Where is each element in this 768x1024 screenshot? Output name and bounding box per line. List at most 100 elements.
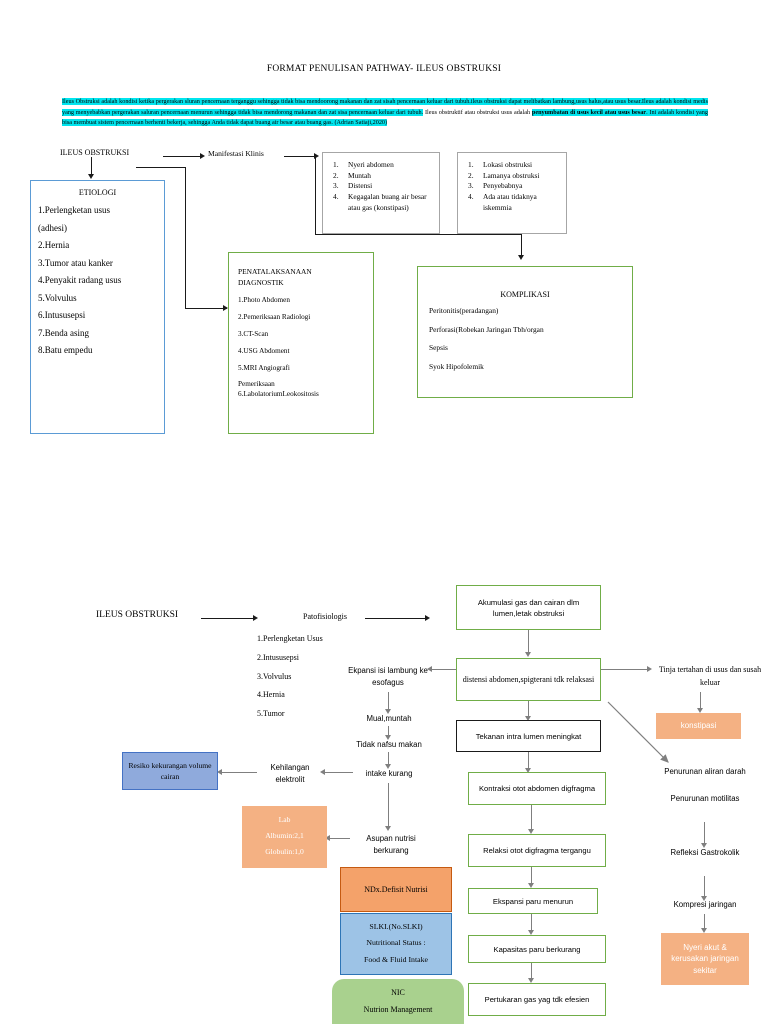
- connector-elbow-vertical: [185, 167, 186, 309]
- penatalaksanaan-item-4: 4.USG Abdoment: [238, 347, 290, 356]
- connector-kontraksi-to-relaksi: [531, 805, 533, 831]
- connector-tinja-to-konstipasi: [700, 692, 702, 710]
- tekanan-intra-lumen-box: Tekanan intra lumen meningkat: [456, 720, 601, 752]
- slki-line-1: SLKI.(No.SLKI): [369, 922, 423, 931]
- arrowhead-to-komplikasi: [518, 255, 524, 260]
- kompresi-jaringan-label: Kompresi jaringan: [673, 900, 737, 909]
- penatalaksanaan-item-3: 3.CT-Scan: [238, 330, 269, 339]
- bottom-cause-5: 5.Tumor: [257, 709, 285, 719]
- kontraksi-text: Kontraksi otot abdomen digfragma: [478, 784, 596, 793]
- komplikasi-title: KOMPLIKASI: [500, 290, 550, 299]
- kehilangan-elektrolit-label: Kehilangan elektrolit: [270, 763, 310, 785]
- lab-box: Lab Albumin:2,1 Globulin:1,0: [242, 806, 327, 868]
- bottom-cause-4: 4.Hernia: [257, 690, 285, 700]
- penatalaksanaan-title-2: DIAGNOSTIK: [238, 277, 284, 287]
- arrowhead-bottom-root: [253, 615, 258, 621]
- manifestasi-item-1: Nyeri abdomen: [348, 160, 394, 169]
- arrowhead-ekspansi-to-kapasitas: [528, 930, 534, 935]
- connector-tidak-nafsu-to-intake: [388, 752, 390, 766]
- arrowhead-distensi-to-tinja: [647, 666, 652, 672]
- slki-box: SLKI.(No.SLKI) Nutritional Status : Food…: [340, 913, 452, 975]
- faktor-obstruksi-box: 1.Lokasi obstruksi 2.Lamanya obstruksi 3…: [457, 152, 567, 234]
- tidak-nafsu-makan-label: Tidak nafsu makan: [356, 740, 422, 749]
- mual-muntah-label: Mual,muntah: [366, 714, 412, 723]
- connector-elbow-top: [136, 167, 186, 168]
- connector-tekanan-to-kontraksi: [528, 752, 530, 770]
- connector-elbow-to-penatalaksanaan: [185, 308, 227, 309]
- connector-bottom-root: [201, 618, 255, 619]
- connector-distensi-to-tinja: [601, 669, 649, 671]
- nic-box: NIC Nutrion Management: [332, 979, 464, 1024]
- etiologi-item-3: 3.Tumor atau kanker: [38, 257, 113, 268]
- nyeri-akut-box: Nyeri akut & kerusakan jaringan sekitar: [661, 933, 749, 985]
- distensi-text: distensi abdomen,spigterani tdk relaksas…: [462, 674, 595, 684]
- arrowhead-tinja-to-konstipasi: [697, 708, 703, 713]
- connector-relaksi-to-ekspansi-paru: [531, 867, 533, 885]
- etiologi-item-1: 1.Perlengketan usus: [38, 205, 110, 215]
- faktor-item-1: Lokasi obstruksi: [483, 160, 533, 169]
- arrowhead-intake-to-kehilangan: [320, 769, 325, 775]
- refleksi-gastrokolik-label: Refleksi Gastrokolik: [670, 848, 740, 857]
- connector-ekspansi-lambung-to-mual: [388, 692, 390, 711]
- bottom-cause-3: 3.Volvulus: [257, 671, 292, 681]
- resiko-volume-cairan-box: Resiko kekurangan volume cairan: [122, 752, 218, 790]
- lab-globulin: Globulin:1,0: [265, 846, 304, 856]
- connector-distensi-to-tekanan: [528, 701, 530, 718]
- etiologi-item-8: 8.Batu empedu: [38, 345, 93, 356]
- kontraksi-otot-box: Kontraksi otot abdomen digfragma: [468, 772, 606, 805]
- connector-kompresi-to-nyeri: [704, 914, 706, 930]
- connector-motilitas-to-refleksi: [704, 822, 706, 845]
- connector-ekspansi-to-kapasitas: [531, 914, 533, 932]
- arrowhead-kehilangan-to-resiko: [217, 769, 222, 775]
- page-title: FORMAT PENULISAN PATHWAY- ILEUS OBSTRUKS…: [266, 64, 502, 74]
- konstipasi-box: konstipasi: [656, 713, 741, 739]
- nic-line-1: NIC: [391, 988, 405, 997]
- connector-manifestasi-box-down: [315, 157, 316, 235]
- etiologi-item-2: 2.Hernia: [38, 240, 70, 251]
- distensi-box: distensi abdomen,spigterani tdk relaksas…: [456, 658, 601, 701]
- connector-distensi-to-ekspansi-lambung: [432, 669, 456, 671]
- connector-intake-to-kehilangan: [325, 772, 353, 774]
- intro-segment-bold: penyumbatan di usus kecil atau usus besa…: [531, 108, 647, 116]
- manifestasi-item-2: Muntah: [348, 170, 371, 180]
- lab-albumin: Albumin:2,1: [265, 830, 304, 840]
- etiologi-item-4: 4.Penyakit radang usus: [38, 275, 122, 286]
- faktor-item-2: Lamanya obstruksi: [483, 170, 540, 180]
- arrowhead-distensi-to-ekspansi-lambung: [427, 666, 432, 672]
- faktor-item-3: Penyebabnya: [483, 181, 523, 191]
- faktor-item-4: Ada atau tidaknya iskemmia: [483, 192, 537, 212]
- relaksi-otot-box: Relaksi otot digfragma tergangu: [468, 834, 606, 867]
- manifestasi-item-3: Distensi: [348, 181, 373, 191]
- arrowhead-kontraksi-to-relaksi: [528, 829, 534, 834]
- kapasitas-paru-text: Kapasitas paru berkurang: [493, 944, 581, 954]
- komplikasi-item-2: Perforasi(Robekan Jaringan Tbh/organ: [429, 324, 544, 334]
- ekspansi-paru-box: Ekspansi paru menurun: [468, 888, 598, 914]
- arrowhead-kompresi-to-nyeri: [701, 928, 707, 933]
- etiologi-item-5: 5.Volvulus: [38, 292, 77, 303]
- bottom-cause-2: 2.Intususepsi: [257, 652, 299, 662]
- komplikasi-box: KOMPLIKASI Peritonitis(peradangan) Perfo…: [417, 266, 633, 398]
- connector-manifestasi-to-box: [284, 156, 315, 157]
- ndx-text: NDx.Defisit Nutrisi: [364, 884, 428, 894]
- arrowhead-ekspansi-lambung-to-mual: [385, 709, 391, 714]
- arrowhead-tidak-nafsu-to-intake: [385, 764, 391, 769]
- arrowhead-manifestasi-to-box: [314, 153, 319, 159]
- relaksi-text: Relaksi otot digfragma tergangu: [483, 846, 591, 855]
- arrowhead-distensi-to-tekanan: [525, 716, 531, 721]
- nic-line-2: Nutrion Management: [363, 1004, 433, 1014]
- arrowhead-to-penatalaksanaan: [223, 305, 228, 311]
- komplikasi-item-4: Syok Hipofolemik: [429, 361, 484, 371]
- ekspansi-paru-text: Ekspansi paru menurun: [492, 896, 574, 906]
- connector-patofisiologis-to-akumulasi: [365, 618, 427, 619]
- manifestasi-item-4: Kegagalan buang air besar atau gas (kons…: [348, 192, 427, 212]
- connector-asupan-to-lab: [330, 838, 350, 840]
- connector-intake-to-asupan: [388, 783, 390, 828]
- bottom-cause-1: 1.Perlengketan Usus: [257, 634, 323, 643]
- arrowhead-akumulasi-to-distensi: [525, 652, 531, 657]
- manifestasi-klinis-label: Manifestasi Klinis: [208, 149, 264, 158]
- asupan-nutrisi-label: Asupan nutrisi berkurang: [366, 834, 416, 856]
- tekanan-text: Tekanan intra lumen meningkat: [475, 731, 582, 741]
- intro-citation: (Adrian Satiaji,2020): [334, 119, 388, 127]
